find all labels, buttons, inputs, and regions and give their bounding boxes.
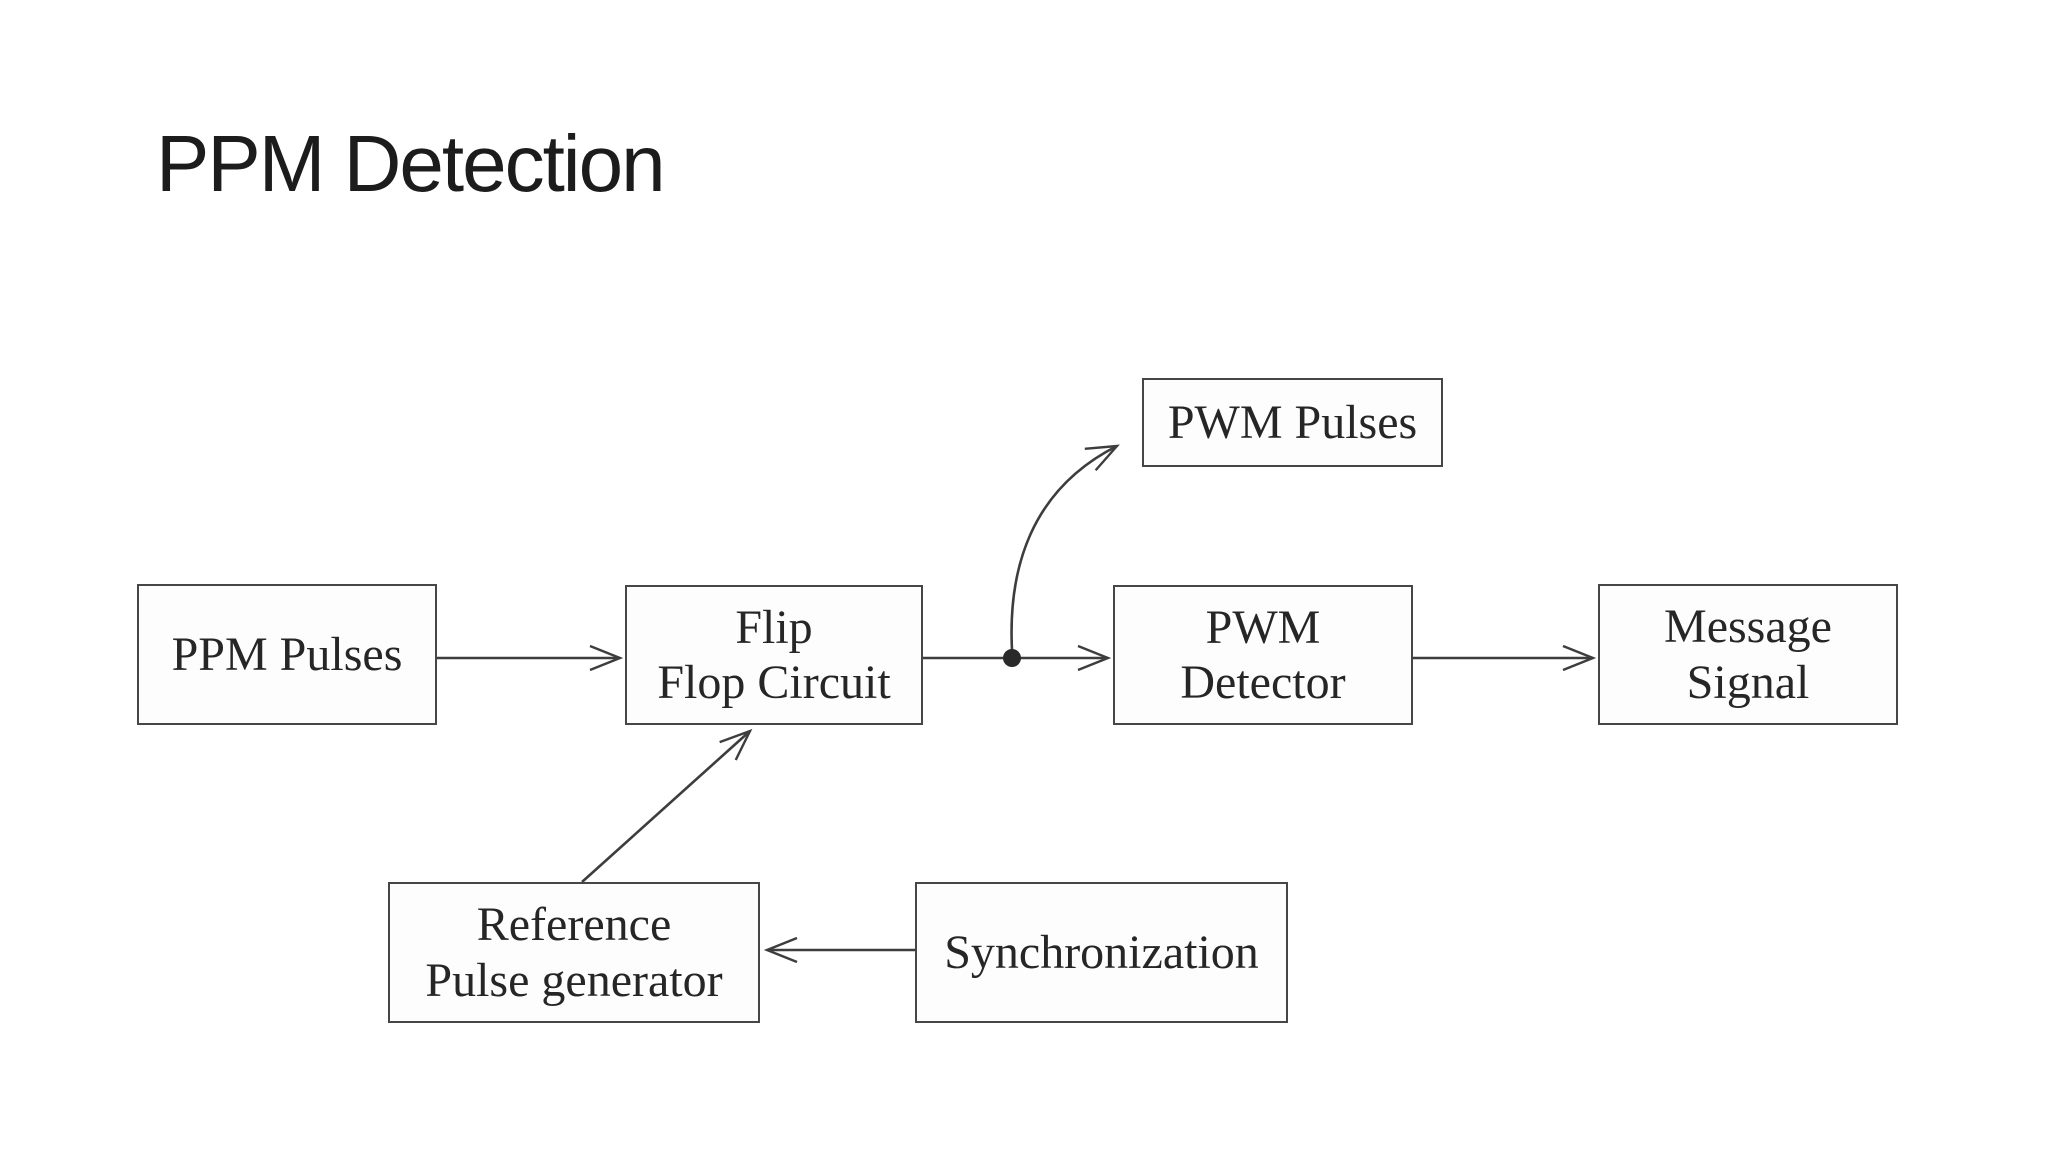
node-label-reference-pulse-generator: Reference Pulse generator bbox=[425, 898, 723, 1007]
node-label-message-signal: Message Signal bbox=[1664, 600, 1832, 709]
edge-junction-to-pwm-pulses-output bbox=[1010, 444, 1120, 651]
edge-reference-generator-to-flip-flop bbox=[581, 728, 753, 883]
junction-dot bbox=[1003, 649, 1021, 667]
node-label-ppm-pulses-input: PPM Pulses bbox=[171, 627, 403, 681]
node-message-signal: Message Signal bbox=[1598, 584, 1898, 725]
node-label-pwm-pulses-output: PWM Pulses bbox=[1167, 395, 1418, 449]
node-label-synchronization: Synchronization bbox=[944, 925, 1259, 979]
node-flip-flop-circuit: Flip Flop Circuit bbox=[625, 585, 923, 725]
node-pwm-detector: PWM Detector bbox=[1113, 585, 1413, 725]
node-synchronization: Synchronization bbox=[915, 882, 1288, 1023]
node-label-pwm-detector: PWM Detector bbox=[1180, 600, 1346, 709]
node-pwm-pulses-output: PWM Pulses bbox=[1142, 378, 1443, 467]
node-label-flip-flop-circuit: Flip Flop Circuit bbox=[657, 600, 891, 709]
node-reference-pulse-generator: Reference Pulse generator bbox=[388, 882, 760, 1023]
page-title: PPM Detection bbox=[156, 119, 666, 208]
node-ppm-pulses-input: PPM Pulses bbox=[137, 584, 437, 725]
